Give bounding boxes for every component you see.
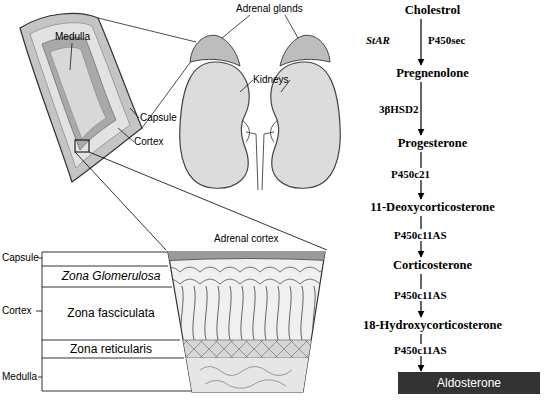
zone-band: Zona fasciculata — [52, 306, 170, 320]
adrenal-gland — [280, 35, 330, 66]
part-label: Kidneys — [253, 74, 289, 86]
gland-core — [50, 47, 106, 139]
kidney — [180, 62, 250, 188]
reaction-arrow — [420, 82, 421, 135]
enzyme-label: P450c11AS — [393, 289, 448, 301]
node-text: Cholestrol — [350, 3, 515, 18]
enzyme-label: 3βHSD2 — [378, 103, 419, 115]
adrenal-gland — [190, 35, 240, 66]
part-label: Adrenal cortex — [214, 233, 278, 245]
node-text: 11-Deoxycorticosterone — [350, 200, 515, 215]
layer-label: Cortex — [2, 305, 31, 317]
pathway-step: Pregnenolone — [350, 66, 515, 81]
capsule-layer — [160, 245, 340, 261]
leader-line — [240, 80, 253, 92]
protein-label: StAR — [366, 34, 390, 46]
part-label: Adrenal glands — [236, 3, 303, 15]
leader-line — [285, 15, 298, 38]
leader-line — [222, 15, 250, 38]
pathway-step: Corticosterone — [350, 258, 515, 273]
ureter — [242, 120, 258, 190]
zone-band: Zona Glomerulosa — [52, 269, 170, 283]
node-text: Aldosterone — [400, 375, 538, 391]
zone-band: Zona reticularis — [52, 342, 170, 356]
node-text: Corticosterone — [350, 258, 515, 273]
ureter — [262, 120, 278, 190]
layer-label: Capsule — [2, 252, 39, 264]
enzyme-label: P450c11AS — [393, 344, 448, 356]
node-text: Progesterone — [350, 136, 515, 151]
part-label: Capsule — [140, 112, 177, 124]
part-label: Medulla — [55, 31, 90, 43]
pathway-step: Cholestrol — [350, 3, 515, 18]
reaction-arrow — [420, 19, 421, 65]
medulla-band — [160, 358, 340, 398]
leader-line — [130, 108, 139, 118]
pathway-step: Progesterone — [350, 136, 515, 151]
enzyme-label: P450c21 — [390, 168, 431, 180]
detail-box — [75, 140, 89, 152]
node-text: Zona reticularis — [52, 342, 170, 356]
pathway-step: 18-Hydroxycorticosterone — [350, 318, 515, 333]
gland-capsule — [20, 13, 142, 182]
leader-line — [118, 128, 134, 142]
glomerulosa-cells — [160, 267, 340, 284]
node-text: Pregnenolone — [350, 66, 515, 81]
zoom-line — [98, 18, 196, 42]
reticularis-band — [160, 340, 340, 358]
gland-cortex — [30, 23, 130, 168]
fasciculata-columns — [181, 286, 315, 340]
pathway-step: 11-Deoxycorticosterone — [350, 200, 515, 215]
leader-line — [70, 43, 72, 70]
enzyme-label: P450sec — [427, 34, 466, 46]
gland-medulla — [42, 37, 116, 150]
node-text: 18-Hydroxycorticosterone — [350, 318, 515, 333]
layer-label: Medulla — [2, 371, 37, 383]
product-box: Aldosterone — [398, 372, 540, 394]
node-text: Zona Glomerulosa — [52, 269, 170, 283]
zoom-line — [75, 152, 166, 250]
medulla-cells — [200, 366, 292, 388]
layer-guide — [36, 252, 192, 391]
enzyme-label: P450c11AS — [393, 229, 448, 241]
reticularis-net — [170, 340, 323, 358]
node-text: Zona fasciculata — [52, 306, 170, 320]
part-label: Cortex — [134, 136, 163, 148]
